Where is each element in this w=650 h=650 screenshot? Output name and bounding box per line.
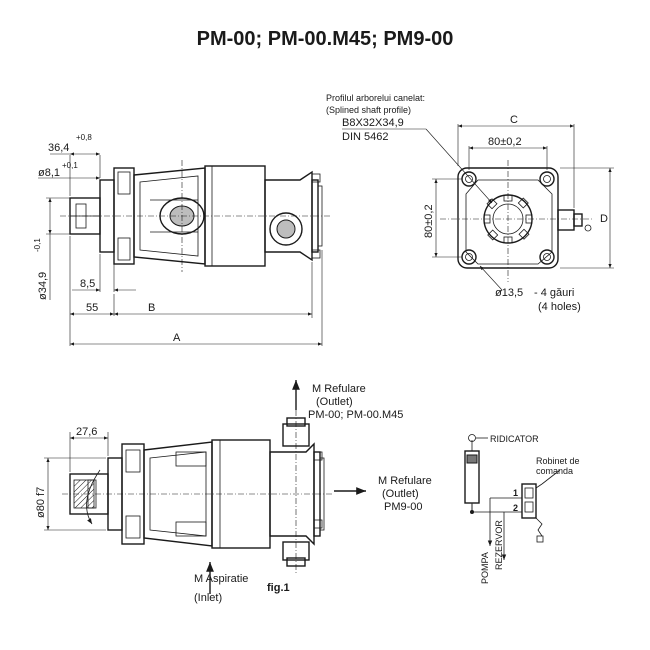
outlet-side-en: (Outlet) bbox=[382, 488, 419, 500]
holes-count-ro: - 4 găuri bbox=[534, 287, 574, 299]
shaft-std: DIN 5462 bbox=[342, 131, 388, 143]
ridicator-label: RIDICATOR bbox=[490, 434, 539, 444]
figure-label: fig.1 bbox=[267, 582, 290, 594]
holes-count-en: (4 holes) bbox=[538, 301, 581, 313]
dim-34-9-label: ø34,9 bbox=[37, 272, 49, 300]
dim-D-label: D bbox=[600, 213, 608, 225]
dim-C-label: C bbox=[510, 114, 518, 126]
outlet-top-en: (Outlet) bbox=[316, 396, 353, 408]
tol-plus-0-1-label: +0,1 bbox=[62, 161, 78, 170]
dim-A-label: A bbox=[173, 332, 181, 344]
side-view-pump bbox=[440, 160, 592, 282]
section-view-dimensions: 27,6 ø80 f7 M Refulare (Outlet) PM-00; P… bbox=[35, 380, 432, 604]
tol-plus-0-8-label: +0,8 bbox=[76, 133, 92, 142]
dim-36-4-label: 36,4 bbox=[48, 142, 69, 154]
outlet-side-ro: M Refulare bbox=[378, 475, 432, 487]
section-view-pump bbox=[62, 410, 334, 574]
shaft-profile-ro: Profilul arborelui canelat: bbox=[326, 93, 425, 103]
dim-80-horizontal-label: 80±0,2 bbox=[488, 136, 522, 148]
top-view-pump bbox=[60, 160, 330, 272]
outlet-top-ro: M Refulare bbox=[312, 383, 366, 395]
hole-diameter-label: ø13,5 bbox=[495, 287, 523, 299]
dim-27-6-label: 27,6 bbox=[76, 426, 97, 438]
dim-80-f7-label: ø80 f7 bbox=[35, 487, 47, 518]
dim-8-5-label: 8,5 bbox=[80, 278, 95, 290]
tol-minus-0-1-label: -0,1 bbox=[33, 238, 42, 252]
outlet-top-models: PM-00; PM-00.M45 bbox=[308, 409, 403, 421]
robinet-label-2: comanda bbox=[536, 466, 573, 476]
inlet-en: (Inlet) bbox=[194, 592, 222, 604]
side-view-dimensions: Profilul arborelui canelat: (Splined sha… bbox=[326, 93, 614, 313]
hydraulic-schematic: RIDICATOR 1 2 Robinet de comanda POMPA R… bbox=[464, 434, 580, 584]
inlet-ro: M Aspiratie bbox=[194, 573, 248, 585]
pompa-label: POMPA bbox=[480, 552, 490, 584]
dim-8-1-label: ø8,1 bbox=[38, 167, 60, 179]
rezervor-label: REZERVOR bbox=[494, 520, 504, 570]
dim-80-vertical-label: 80±0,2 bbox=[423, 204, 435, 238]
valve-port-2: 2 bbox=[513, 503, 518, 513]
shaft-spec: B8X32X34,9 bbox=[342, 117, 404, 129]
drawing-title: PM-00; PM-00.M45; PM9-00 bbox=[196, 28, 454, 50]
top-view-dimensions: 36,4 +0,8 ø8,1 +0,1 ø34,9 -0,1 8,5 55 B … bbox=[33, 133, 323, 346]
robinet-label-1: Robinet de bbox=[536, 456, 580, 466]
outlet-side-models: PM9-00 bbox=[384, 501, 423, 513]
shaft-profile-en: (Splined shaft profile) bbox=[326, 105, 411, 115]
valve-port-1: 1 bbox=[513, 488, 518, 498]
dim-55-label: 55 bbox=[86, 302, 98, 314]
dim-B-label: B bbox=[148, 302, 155, 314]
